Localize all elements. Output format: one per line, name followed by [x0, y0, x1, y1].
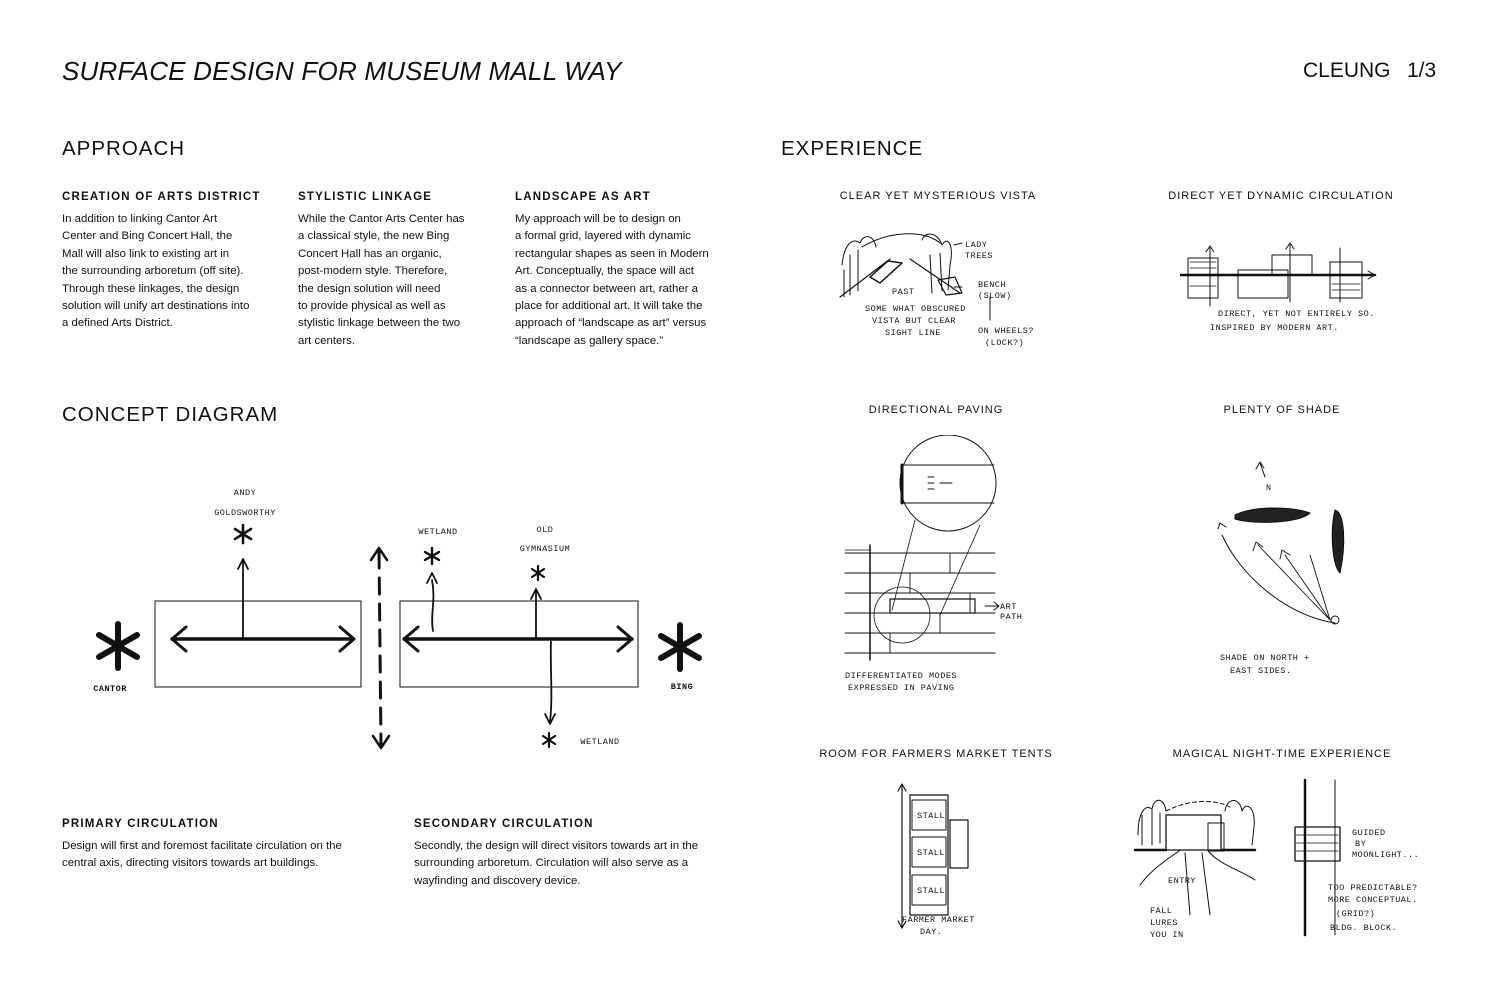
svg-text:BENCH: BENCH: [978, 280, 1006, 290]
approach-column-text: While the Cantor Arts Center has a class…: [298, 213, 465, 347]
label-cantor: CANTOR: [93, 684, 127, 694]
caption-paving: DIRECTIONAL PAVING: [868, 404, 1004, 416]
cantor-star-icon: [96, 621, 140, 671]
author-name: CLEUNG: [1303, 59, 1391, 82]
svg-text:YOU IN: YOU IN: [1150, 930, 1184, 940]
svg-text:VISTA BUT CLEAR: VISTA BUT CLEAR: [872, 316, 956, 326]
star-icon: [423, 546, 441, 566]
approach-column-2: STYLISTIC LINKAGE While the Cantor Arts …: [298, 191, 498, 350]
svg-text:PAST: PAST: [892, 287, 914, 297]
branch-wetland-bottom: [544, 638, 556, 725]
svg-text:SIGHT LINE: SIGHT LINE: [885, 328, 941, 338]
primary-circulation-title: PRIMARY CIRCULATION: [62, 818, 219, 830]
sketch-vista: LADY TREES PAST BENCH (SLOW) SOME WHAT O…: [839, 233, 1034, 348]
sketch-paving: ART PATH DIFFERENTIATED MODES EXPRESSED …: [844, 435, 1022, 693]
sketch-night: ENTRY FALL LURES YOU IN GUIDED BY MOONLI…: [1133, 778, 1419, 940]
primary-axis-left: [170, 625, 356, 653]
svg-text:EXPRESSED IN PAVING: EXPRESSED IN PAVING: [848, 683, 954, 693]
page-title: SURFACE DESIGN FOR MUSEUM MALL WAY: [62, 56, 622, 86]
svg-text:GUIDED: GUIDED: [1352, 828, 1386, 838]
mall-block-left: [154, 600, 362, 688]
svg-text:LADY: LADY: [965, 240, 987, 250]
caption-circulation: DIRECT YET DYNAMIC CIRCULATION: [1168, 190, 1394, 202]
svg-text:MOONLIGHT...: MOONLIGHT...: [1352, 850, 1419, 860]
caption-vista: CLEAR YET MYSTERIOUS VISTA: [839, 190, 1037, 202]
page-number: 1/3: [1407, 59, 1437, 82]
svg-text:DIRECT, YET NOT ENTIRELY SO.: DIRECT, YET NOT ENTIRELY SO.: [1218, 309, 1375, 319]
branch-andy: [237, 558, 249, 640]
svg-text:PATH: PATH: [1000, 612, 1022, 622]
mall-block-right: [399, 600, 639, 688]
approach-column-text: My approach will be to design on a forma…: [515, 213, 709, 347]
svg-text:(GRID?): (GRID?): [1336, 909, 1375, 919]
svg-text:BLDG. BLOCK.: BLDG. BLOCK.: [1330, 923, 1397, 933]
svg-text:SHADE ON NORTH +: SHADE ON NORTH +: [1220, 653, 1310, 663]
secondary-circulation: SECONDARY CIRCULATION Secondly, the desi…: [414, 818, 734, 890]
svg-text:STALL: STALL: [917, 848, 945, 858]
branch-wetland-top: [426, 572, 438, 632]
label-wetland-bottom: WETLAND: [580, 737, 619, 747]
label-gymnasium: GYMNASIUM: [520, 544, 570, 554]
label-bing: BING: [671, 682, 693, 692]
sketch-shade: N SHADE ON NORTH + EAST SIDES.: [1217, 461, 1345, 676]
svg-text:LURES: LURES: [1150, 918, 1178, 928]
sketch-market: STALL STALL STALL FARMER MARKET DAY.: [897, 783, 975, 937]
star-icon: [541, 731, 557, 749]
svg-text:ENTRY: ENTRY: [1168, 876, 1196, 886]
concept-diagram: ANDY GOLDSWORTHY WETLAND OLD GYMNASIUM C…: [93, 488, 702, 750]
caption-market: ROOM FOR FARMERS MARKET TENTS: [819, 748, 1053, 760]
secondary-circulation-title: SECONDARY CIRCULATION: [414, 818, 594, 830]
caption-shade: PLENTY OF SHADE: [1223, 404, 1341, 416]
svg-text:MORE CONCEPTUAL.: MORE CONCEPTUAL.: [1328, 895, 1418, 905]
secondary-circulation-text: Secondly, the design will direct visitor…: [414, 840, 699, 887]
svg-text:INSPIRED BY MODERN ART.: INSPIRED BY MODERN ART.: [1210, 323, 1339, 333]
secondary-axis-vertical: [369, 546, 391, 750]
svg-text:FALL: FALL: [1150, 906, 1172, 916]
bing-star-icon: [658, 622, 702, 672]
approach-heading: APPROACH: [62, 137, 186, 160]
label-andy: ANDY: [234, 488, 256, 498]
label-old: OLD: [537, 525, 554, 535]
svg-text:BY: BY: [1355, 839, 1366, 849]
svg-text:ART: ART: [1000, 602, 1017, 612]
approach-column-title: CREATION OF ARTS DISTRICT: [62, 191, 261, 203]
approach-column-title: STYLISTIC LINKAGE: [298, 191, 433, 203]
branch-gymnasium: [530, 588, 542, 640]
svg-text:N: N: [1266, 483, 1272, 493]
star-icon: [233, 523, 253, 545]
svg-text:(SLOW): (SLOW): [978, 291, 1012, 301]
svg-text:STALL: STALL: [917, 811, 945, 821]
star-icon: [530, 564, 546, 582]
svg-text:DAY.: DAY.: [920, 927, 942, 937]
label-goldsworthy: GOLDSWORTHY: [214, 508, 276, 518]
svg-text:(LOCK?): (LOCK?): [985, 338, 1024, 348]
svg-text:FARMER MARKET: FARMER MARKET: [902, 915, 975, 925]
experience-heading: EXPERIENCE: [781, 137, 924, 160]
svg-text:TREES: TREES: [965, 251, 993, 261]
approach-column-title: LANDSCAPE AS ART: [515, 191, 651, 203]
svg-text:ON WHEELS?: ON WHEELS?: [978, 326, 1034, 336]
approach-column-1: CREATION OF ARTS DISTRICT In addition to…: [62, 191, 277, 333]
svg-text:EAST SIDES.: EAST SIDES.: [1230, 666, 1292, 676]
approach-column-text: In addition to linking Cantor Art Center…: [62, 213, 250, 330]
primary-circulation: PRIMARY CIRCULATION Design will first an…: [62, 818, 382, 873]
svg-text:STALL: STALL: [917, 886, 945, 896]
primary-circulation-text: Design will first and foremost facilitat…: [62, 840, 342, 870]
primary-axis-right: [402, 625, 634, 653]
label-wetland-top: WETLAND: [418, 527, 457, 537]
svg-text:TOO PREDICTABLE?: TOO PREDICTABLE?: [1328, 883, 1418, 893]
svg-text:SOME WHAT OBSCURED: SOME WHAT OBSCURED: [865, 304, 966, 314]
svg-text:DIFFERENTIATED MODES: DIFFERENTIATED MODES: [845, 671, 957, 681]
approach-column-3: LANDSCAPE AS ART My approach will be to …: [515, 191, 740, 350]
caption-night: MAGICAL NIGHT-TIME EXPERIENCE: [1172, 748, 1392, 760]
concept-heading: CONCEPT DIAGRAM: [62, 403, 279, 426]
sketch-circulation: DIRECT, YET NOT ENTIRELY SO. INSPIRED BY…: [1180, 242, 1377, 333]
